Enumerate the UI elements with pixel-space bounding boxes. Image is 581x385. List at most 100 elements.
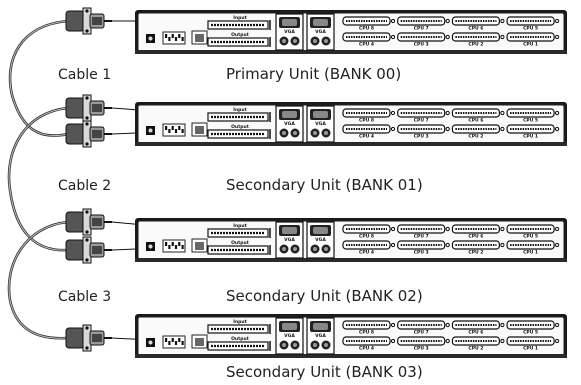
unit-label: Secondary Unit (BANK 02) [226,287,423,305]
vga-label: VGA [284,121,295,127]
cpu-port-screw [555,242,560,248]
ps2-port-center [324,39,328,43]
cable-label: Cable 2 [58,178,111,194]
ps2-port-center [313,247,317,251]
cpu-port-screw [555,226,560,232]
plug-screw [85,122,89,126]
vga-label: VGA [315,121,326,127]
vga-port-pins [313,227,328,234]
cpu-port-label: CPU 5 [523,26,538,32]
plug-screw [85,96,89,100]
cpu-port-screw [555,110,560,116]
cpu-port-screw [500,18,505,24]
vga-port-pins [282,19,297,26]
cpu-port-screw [555,338,560,344]
cpu-port-screw [390,110,396,116]
plug-boot [65,211,85,233]
unit-label: Secondary Unit (BANK 01) [226,176,423,194]
cpu-port-screw [500,110,505,116]
cpu-port-label: CPU 4 [359,42,374,48]
cpu-port-label: CPU 5 [523,118,538,124]
ps2-port-center [293,131,297,135]
cpu-port-screw [390,322,396,328]
cpu-port-label: CPU 6 [468,26,483,32]
cpu-port-screw [500,226,505,232]
cpu-port-label: CPU 1 [523,250,538,256]
power-switch-dot [148,128,153,133]
chain-cable-highlight [8,221,69,339]
plug-screw [85,326,89,330]
cpu-port-label: CPU 4 [359,250,374,256]
cpu-port-screw [445,110,450,116]
unit-label: Secondary Unit (BANK 03) [226,363,423,381]
cpu-port-screw [555,126,560,132]
vga-label: VGA [315,237,326,243]
cpu-port-label: CPU 3 [414,346,429,352]
ps2-port-center [282,131,286,135]
cpu-port-label: CPU 7 [414,118,429,124]
plug-screw [85,116,89,120]
cpu-port-label: CPU 5 [523,234,538,240]
output-label: Output [231,124,250,130]
dip-switch [168,129,171,133]
cpu-port-label: CPU 1 [523,134,538,140]
dip-switch [168,245,171,249]
cpu-port-screw [445,18,450,24]
ps2-port-center [313,343,317,347]
vga-port-pins [313,19,328,26]
ps2-port-center [313,131,317,135]
cpu-port-screw [500,126,505,132]
cpu-port-screw [555,34,560,40]
ps2-port-center [324,343,328,347]
power-switch-dot [148,36,153,41]
ps2-port-center [282,343,286,347]
plug-boot [65,327,85,349]
cpu-port-label: CPU 6 [468,330,483,336]
plug-screw [85,346,89,350]
network-port-inner [195,338,204,346]
plug-pins [92,334,102,342]
cpu-port-label: CPU 3 [414,134,429,140]
db-connector-plug [65,236,112,264]
plug-pins [92,246,102,254]
unit-base [135,258,567,262]
cpu-port-screw [390,126,396,132]
dip-switch [174,37,178,41]
dip-switch [178,338,181,342]
cpu-port-screw [445,34,450,40]
cpu-port-label: CPU 8 [359,118,374,124]
power-switch-dot [148,340,153,345]
dip-switch [181,37,184,41]
vga-port-pins [282,111,297,118]
cpu-port-label: CPU 2 [468,42,483,48]
ps2-port-center [293,39,297,43]
dip-switch [178,242,181,246]
vga-port-pins [282,323,297,330]
cpu-port-label: CPU 7 [414,234,429,240]
input-label: Input [233,15,247,21]
chain-cable-highlight [9,20,69,137]
db-connector-plug [65,324,112,352]
plug-screw [85,29,89,33]
cpu-port-screw [555,322,560,328]
plug-screw [85,210,89,214]
plug-screw [85,142,89,146]
cpu-port-label: CPU 4 [359,134,374,140]
cpu-port-label: CPU 6 [468,118,483,124]
unit-base [135,50,567,54]
unit-base [135,354,567,358]
plug-screw [85,238,89,242]
db-connector-plug [65,94,112,122]
input-label: Input [233,223,247,229]
unit-label: Primary Unit (BANK 00) [226,65,401,83]
power-switch-dot [148,244,153,249]
ps2-port-center [282,39,286,43]
cpu-port-label: CPU 2 [468,250,483,256]
cpu-port-label: CPU 1 [523,42,538,48]
cpu-port-screw [555,18,560,24]
input-label: Input [233,319,247,325]
cpu-port-label: CPU 2 [468,346,483,352]
